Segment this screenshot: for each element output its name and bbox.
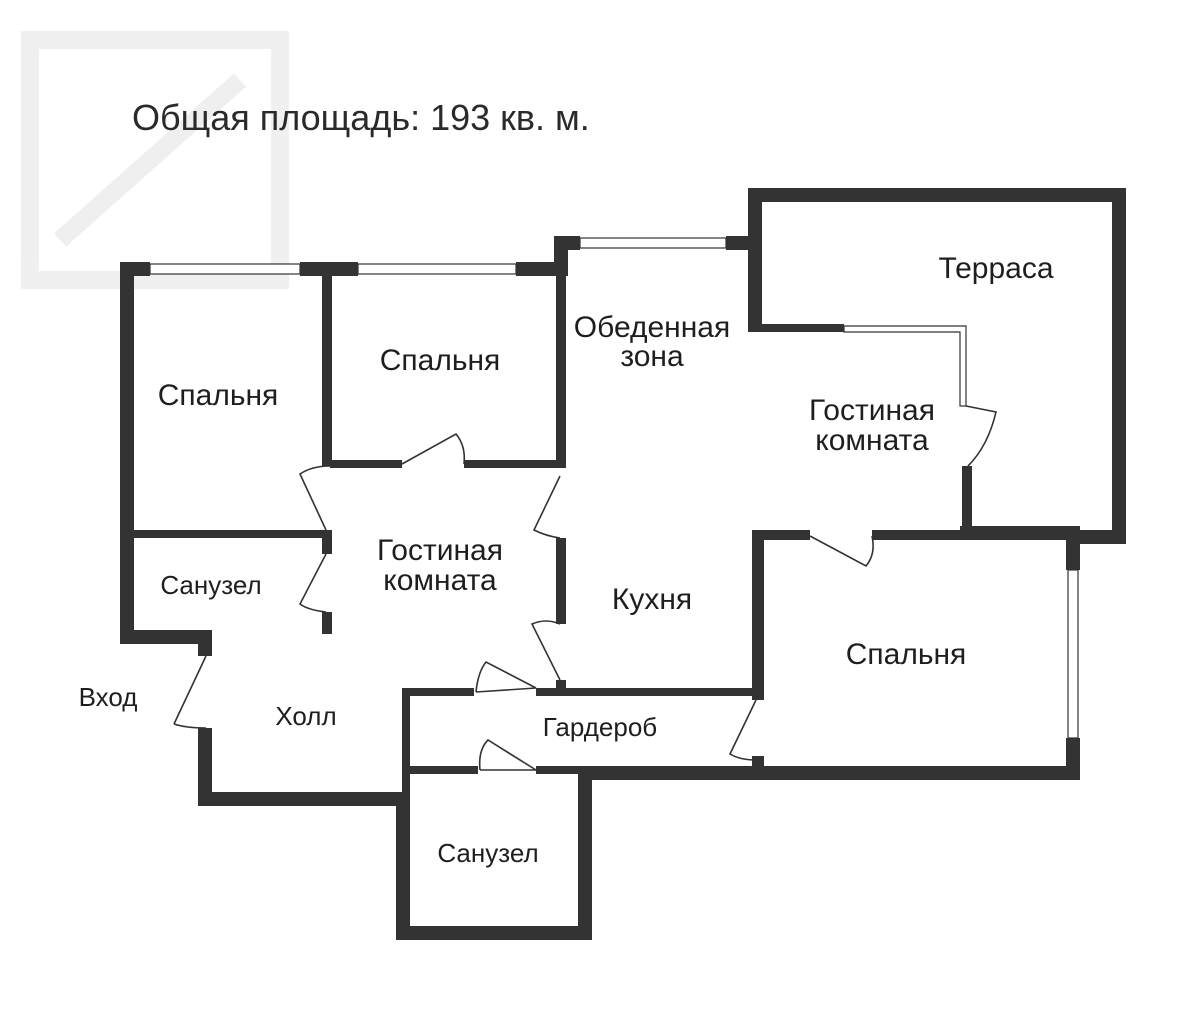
room-label-living-center-line1: Гостиная: [377, 534, 503, 567]
dining-door: [532, 475, 561, 539]
room-label-terrace: Терраса: [938, 252, 1053, 285]
doors: [173, 405, 997, 771]
room-label-dining-line1: Обеденная: [574, 311, 730, 344]
room-label-living-right-line2: комната: [815, 424, 929, 457]
watermark: [21, 31, 289, 289]
kitchen-door: [530, 620, 561, 681]
bedroom-right-top-door: [809, 535, 874, 568]
room-label-bedroom-left: Спальня: [158, 379, 279, 412]
room-label-dining-line2: зона: [620, 340, 684, 373]
room-label-hall: Холл: [275, 701, 336, 731]
walls: [120, 188, 1126, 940]
windows: [149, 237, 1079, 739]
room-label-kitchen: Кухня: [612, 583, 692, 616]
room-labels: Спальня Спальня Обеденная зона Терраса Г…: [79, 252, 1054, 868]
room-label-bedroom-right: Спальня: [846, 638, 967, 671]
bedroom-right-door: [728, 699, 757, 761]
wardrobe-top-door: [475, 660, 537, 693]
room-label-bathroom-bottom: Санузел: [437, 838, 538, 868]
room-label-wardrobe: Гардероб: [543, 712, 657, 742]
room-label-living-center-line2: комната: [383, 564, 497, 597]
bathroom-left-door: [298, 553, 327, 613]
room-label-living-right-line1: Гостиная: [809, 394, 935, 427]
bedroom-left-door: [298, 465, 331, 531]
room-label-bathroom-left: Санузел: [160, 570, 261, 600]
total-area-title: Общая площадь: 193 кв. м.: [132, 97, 590, 138]
bathroom-bottom-door: [478, 738, 537, 771]
entrance-door: [173, 655, 207, 729]
entrance-label: Вход: [79, 682, 138, 712]
bedroom-top-door: [401, 432, 466, 465]
room-label-bedroom-top: Спальня: [380, 344, 501, 377]
terrace-door: [965, 405, 997, 467]
